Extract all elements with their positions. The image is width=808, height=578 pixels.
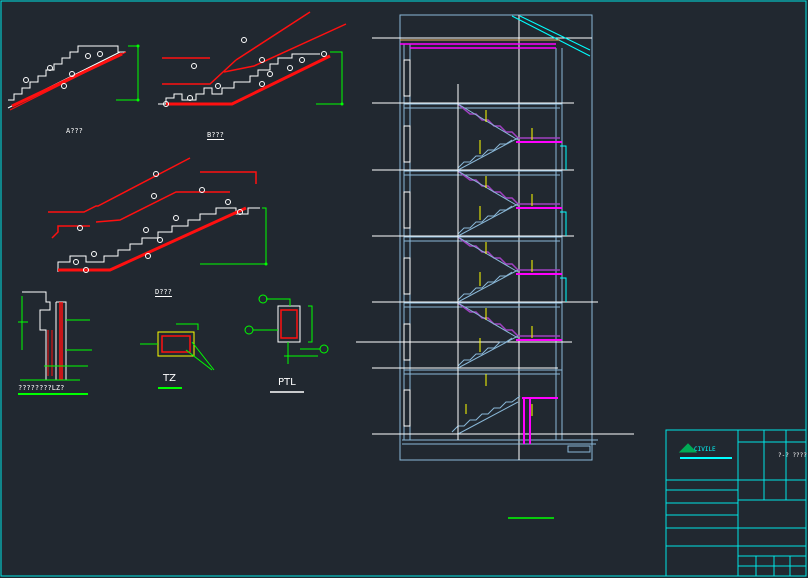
sheet-title: ?-? ???? [778, 452, 807, 459]
stair-detail-b [158, 11, 347, 107]
ptl-section-label: PTL [278, 377, 296, 388]
title-block-logo-text: CIVILE [694, 446, 716, 453]
detail-d-label: D??? [155, 288, 172, 297]
stair-detail-a [7, 44, 140, 111]
section-ptl [244, 294, 329, 393]
tz-section-label: TZ [163, 373, 176, 384]
lz-section-label: ????????LZ? [18, 384, 65, 392]
detail-a-label: A??? [66, 127, 83, 135]
column-section-lz [18, 291, 92, 395]
stair-detail-d [48, 157, 268, 273]
building-stair-section [356, 14, 634, 461]
title-block [665, 429, 807, 577]
detail-b-label: B??? [207, 131, 224, 140]
section-tz [140, 323, 215, 389]
